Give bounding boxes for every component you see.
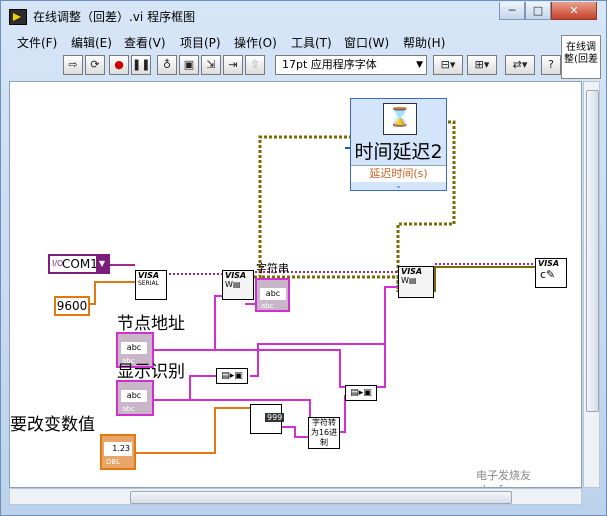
retain-wire-values-icon[interactable]: ▣ [179, 55, 199, 75]
horizontal-scrollbar[interactable] [9, 488, 582, 505]
menu-tools[interactable]: 工具(T) [291, 36, 332, 50]
node-address-control[interactable]: abc abc [116, 332, 154, 368]
chevron-down-icon: ▼ [416, 60, 423, 70]
abort-icon[interactable]: ● [109, 55, 129, 75]
step-over-icon[interactable]: ⇥ [223, 55, 243, 75]
string-indicator[interactable]: abc abc [255, 278, 290, 312]
step-into-icon[interactable]: ⇲ [201, 55, 221, 75]
step-out-icon[interactable]: ⇧ [245, 55, 265, 75]
menu-operate[interactable]: 操作(O) [234, 36, 277, 50]
expand-chevron-icon[interactable]: ⌄ [395, 181, 402, 190]
concatenate-strings-node-1[interactable]: ▤▸▣ [216, 368, 248, 384]
reorder-icon[interactable]: ⇄▾ [505, 55, 535, 75]
run-continuously-icon[interactable]: ⟳ [85, 55, 105, 75]
string-wire-2 [153, 349, 345, 388]
distribute-objects-icon[interactable]: ⊞▾ [467, 55, 497, 75]
write-icon: W▤ [401, 276, 417, 285]
error-wire-2 [396, 120, 456, 292]
concatenate-strings-node-2[interactable]: ▤▸▣ [345, 385, 377, 401]
font-select[interactable]: 17pt 应用程序字体 ▼ [275, 55, 427, 75]
error-wire-1 [224, 135, 352, 279]
numeric-wire-1 [90, 281, 135, 305]
toolbar: ⇨ ⟳ ● ❚❚ ♁ ▣ ⇲ ⇥ ⇧ 17pt 应用程序字体 ▼ ⊟▾ ⊞▾ ⇄… [9, 52, 561, 80]
time-delay-title: 时间延迟2 [354, 141, 443, 163]
window-title: 在线调整（回差）.vi 程序框图 [33, 10, 196, 24]
visa-close-node[interactable]: VISA c✎ [535, 258, 567, 288]
maximize-button[interactable]: □ [525, 2, 551, 20]
baud-rate-constant[interactable]: 9600 [54, 296, 90, 316]
horizontal-scroll-thumb[interactable] [130, 491, 512, 504]
value-to-change-label: 要改变数值 [10, 415, 95, 435]
menu-project[interactable]: 项目(P) [180, 36, 221, 50]
vertical-scroll-thumb[interactable] [586, 90, 599, 412]
hourglass-icon: ⌛ [383, 103, 417, 135]
close-icon: c✎ [540, 268, 556, 281]
wires-layer [90, 120, 535, 454]
node-address-label: 节点地址 [117, 314, 185, 334]
com-port-control[interactable]: I/O COM1 ▼ [48, 254, 110, 274]
minimize-button[interactable]: ─ [499, 2, 525, 20]
numeric-wire-2 [135, 407, 250, 454]
context-help-icon[interactable]: ? [541, 55, 561, 75]
close-button[interactable]: ✕ [551, 2, 597, 20]
menu-file[interactable]: 文件(F) [17, 36, 58, 50]
string-wire-9 [340, 395, 346, 433]
context-help-window: 在线调 整(回差 [561, 35, 601, 79]
number-to-string-node[interactable]: 999 [250, 404, 285, 434]
block-diagram[interactable]: ⌛ 时间延迟2 延迟时间(s) ⌄ I/O COM1 ▼ 9600 VISA S… [9, 81, 582, 488]
delay-time-input[interactable]: 延迟时间(s) [351, 165, 446, 182]
time-delay-node[interactable]: ⌛ 时间延迟2 延迟时间(s) ⌄ [350, 98, 447, 191]
pause-icon[interactable]: ❚❚ [131, 55, 151, 75]
string-wire-6 [375, 286, 398, 388]
visa-write-node-2[interactable]: VISA W▤ [398, 266, 434, 298]
visa-configure-serial-node[interactable]: VISA SERIAL [135, 270, 167, 300]
string-to-hex-node[interactable]: 字符转为16进制 [308, 417, 340, 449]
string-wire-8 [280, 426, 308, 438]
labview-app-icon [9, 9, 27, 25]
chevron-down-icon: ▼ [96, 256, 108, 272]
menu-help[interactable]: 帮助(H) [403, 36, 446, 50]
menu-edit[interactable]: 编辑(E) [71, 36, 112, 50]
value-to-change-control[interactable]: 1.23 DBL [100, 434, 136, 470]
vertical-scrollbar[interactable] [583, 81, 600, 488]
title-bar: 在线调整（回差）.vi 程序框图 ─ □ ✕ [1, 1, 606, 31]
write-icon: W▤ [225, 280, 241, 289]
menu-window[interactable]: 窗口(W) [344, 36, 390, 50]
string-label: 字符串 [256, 262, 289, 275]
display-id-control[interactable]: abc abc [116, 380, 154, 416]
highlight-execution-icon[interactable]: ♁ [157, 55, 177, 75]
menu-view[interactable]: 查看(V) [124, 36, 166, 50]
error-wire-4 [434, 266, 535, 292]
visa-write-node-1[interactable]: VISA W▤ [222, 270, 254, 300]
display-id-label: 显示识别 [117, 362, 185, 382]
menu-bar: 文件(F) 编辑(E) 查看(V) 项目(P) 操作(O) 工具(T) 窗口(W… [9, 31, 559, 51]
align-objects-icon[interactable]: ⊟▾ [433, 55, 463, 75]
run-arrow-icon[interactable]: ⇨ [63, 55, 83, 75]
watermark: 电子发烧友 elecfans.com [476, 469, 549, 487]
